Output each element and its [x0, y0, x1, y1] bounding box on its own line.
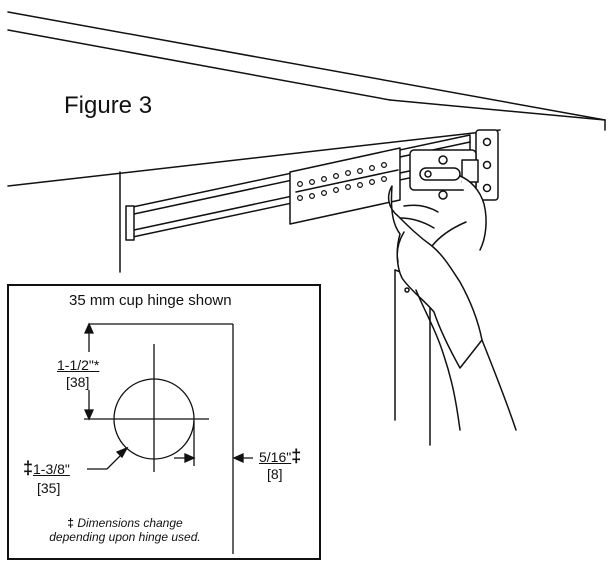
- diameter-dim-imperial: 1-3/8": [33, 461, 70, 477]
- side-dim-dagger: ‡: [291, 446, 302, 466]
- vertical-dim-metric: [38]: [66, 374, 90, 390]
- note-dagger: ‡: [67, 516, 74, 530]
- vertical-dim-imperial: 1-1/2"*: [57, 357, 100, 373]
- diameter-dim-metric: [35]: [37, 480, 61, 496]
- installer-hand: [387, 175, 517, 431]
- down-arrow: [83, 409, 95, 421]
- cabinet-side: [119, 171, 431, 446]
- diameter-dagger: ‡: [23, 458, 34, 478]
- hinge-dimension-inset: 35 mm cup hinge shown 1-1/2"* [38] ‡1-3/…: [7, 284, 321, 560]
- right-offset-arrow: [232, 452, 244, 464]
- note-line-2: depending upon hinge used.: [49, 530, 201, 544]
- dimension-note: ‡ Dimensions change depending upon hinge…: [19, 516, 231, 544]
- up-arrow: [83, 322, 95, 334]
- side-dim-imperial: 5/16": [259, 449, 292, 465]
- side-dim-metric: [8]: [267, 466, 283, 482]
- inset-caption: 35 mm cup hinge shown: [69, 292, 232, 309]
- hinge-plate: [409, 129, 499, 201]
- diameter-leader: [87, 450, 126, 470]
- cabinet-top: [7, 11, 606, 187]
- left-offset-arrow: [184, 452, 196, 464]
- side-dim: 5/16"‡: [259, 446, 302, 466]
- figure-title: Figure 3: [64, 92, 153, 119]
- diameter-dim: ‡1-3/8": [23, 458, 70, 478]
- diameter-arrow: [115, 446, 129, 459]
- dimension-drawing: [83, 322, 253, 554]
- note-line-1: Dimensions change: [77, 516, 183, 530]
- drawer-slide: [125, 134, 471, 241]
